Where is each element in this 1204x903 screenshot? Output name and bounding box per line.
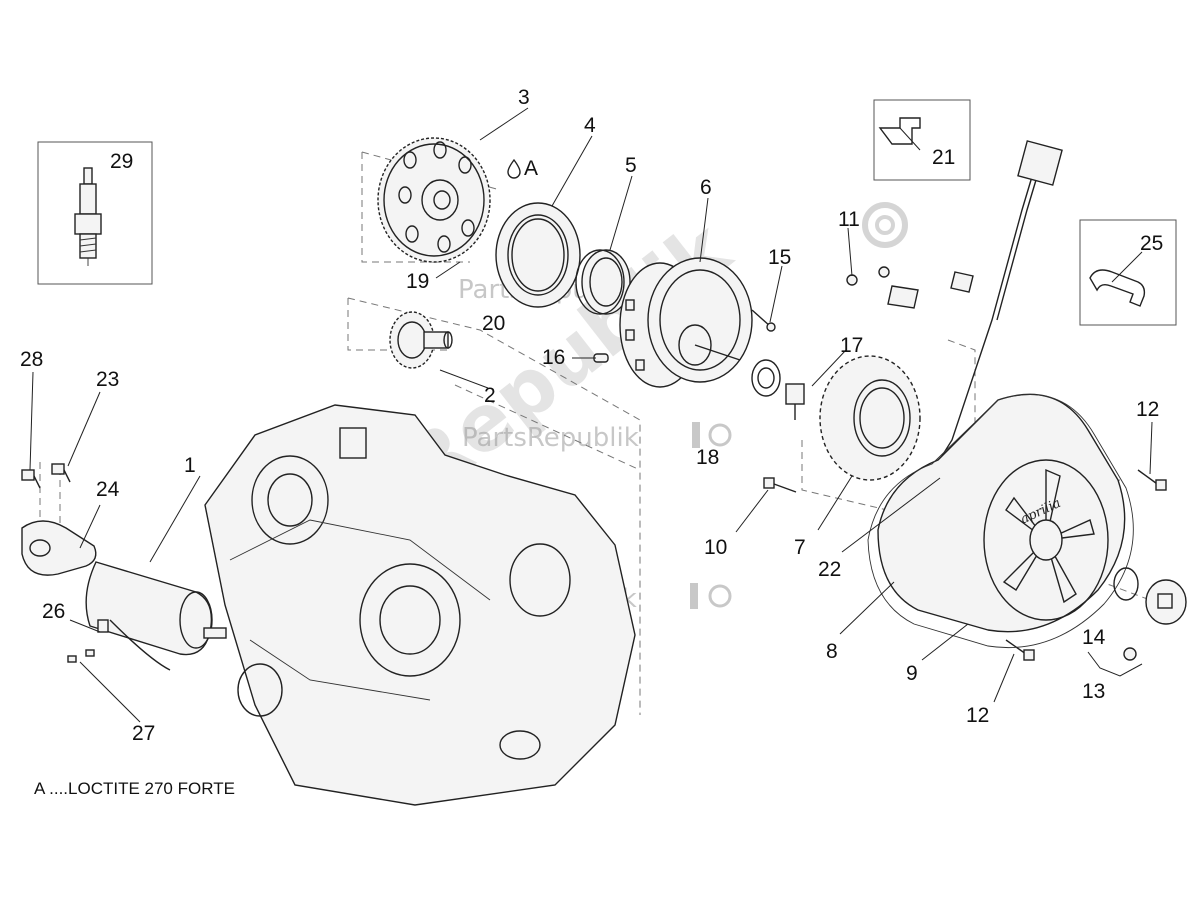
callout-17: 17 [840,334,863,357]
starter-motor [85,561,227,671]
callout-19: 19 [406,270,429,293]
callout-25: 25 [1140,232,1163,255]
watermark-gear-icon [862,202,908,248]
screw-10 [763,477,797,493]
watermark-flag-icon [692,422,732,448]
idle-gear [389,311,453,369]
callout-11: 11 [838,208,860,231]
callout-27: 27 [132,722,155,745]
loctite-footnote: A ....LOCTITE 270 FORTE [34,779,235,798]
freewheel-ring [495,202,581,308]
spark-plug-box [37,141,153,285]
starter-gear [377,137,491,263]
washer-17 [751,359,781,397]
callout-18: 18 [696,446,719,469]
watermark-flag-icon [690,583,732,609]
cable-clip-icon [1089,269,1146,307]
screw-28 [21,469,41,489]
spark-plug-icon [74,167,102,266]
callout-7: 7 [794,536,806,559]
callout-26: 26 [42,600,65,623]
callout-22: 22 [818,558,841,581]
loctite-drop-icon [507,158,521,179]
callout-6: 6 [700,176,712,199]
screws-11 [846,266,890,286]
callout-5: 5 [625,154,637,177]
cover-gasket-8 [867,394,1134,649]
screw-12-bottom [1005,639,1035,661]
callout-12-bottom: 12 [966,704,989,727]
callout-9: 9 [906,662,918,685]
watermark-text: PartsRepublik [462,423,639,453]
callout-20: 20 [482,312,505,335]
sensor-bracket-icon [878,117,921,145]
stator [819,355,921,481]
callout-23: 23 [96,368,119,391]
leader-lines [29,107,1153,723]
callout-21: 21 [932,146,955,169]
screw-12-top [1137,469,1167,491]
wires-26-27 [67,619,109,663]
bracket-21-box [873,99,971,181]
callout-labels: 1 2 3 4 5 6 7 8 9 10 11 12 12 13 14 15 1… [20,86,1163,745]
callout-16: 16 [542,346,565,369]
inspection-cap-13 [1087,567,1187,677]
callout-13: 13 [1082,680,1105,703]
callout-8: 8 [826,640,838,663]
screw-23 [51,463,71,483]
callout-1: 1 [184,454,196,477]
dowel-pin-16 [593,353,609,363]
callout-15: 15 [768,246,791,269]
callout-24: 24 [96,478,120,501]
callout-12-top: 12 [1136,398,1159,421]
freewheel-bearing [575,249,631,315]
loctite-mark: A [524,157,538,180]
crankcase [204,404,636,806]
starter-mount-24 [21,520,97,576]
callout-10: 10 [704,536,727,559]
callout-2: 2 [484,384,496,407]
callout-4: 4 [584,114,596,137]
flywheel-nut-18 [785,383,805,420]
callout-3: 3 [518,86,530,109]
flywheel-rotor [619,257,753,388]
callout-29: 29 [110,150,133,173]
callout-28: 28 [20,348,43,371]
callout-14: 14 [1082,626,1106,649]
bolt-15 [751,309,776,332]
clip-25-box [1079,219,1177,326]
generator-cover: aprilia [877,393,1126,633]
watermark-2: PartsRepublik [462,422,732,453]
